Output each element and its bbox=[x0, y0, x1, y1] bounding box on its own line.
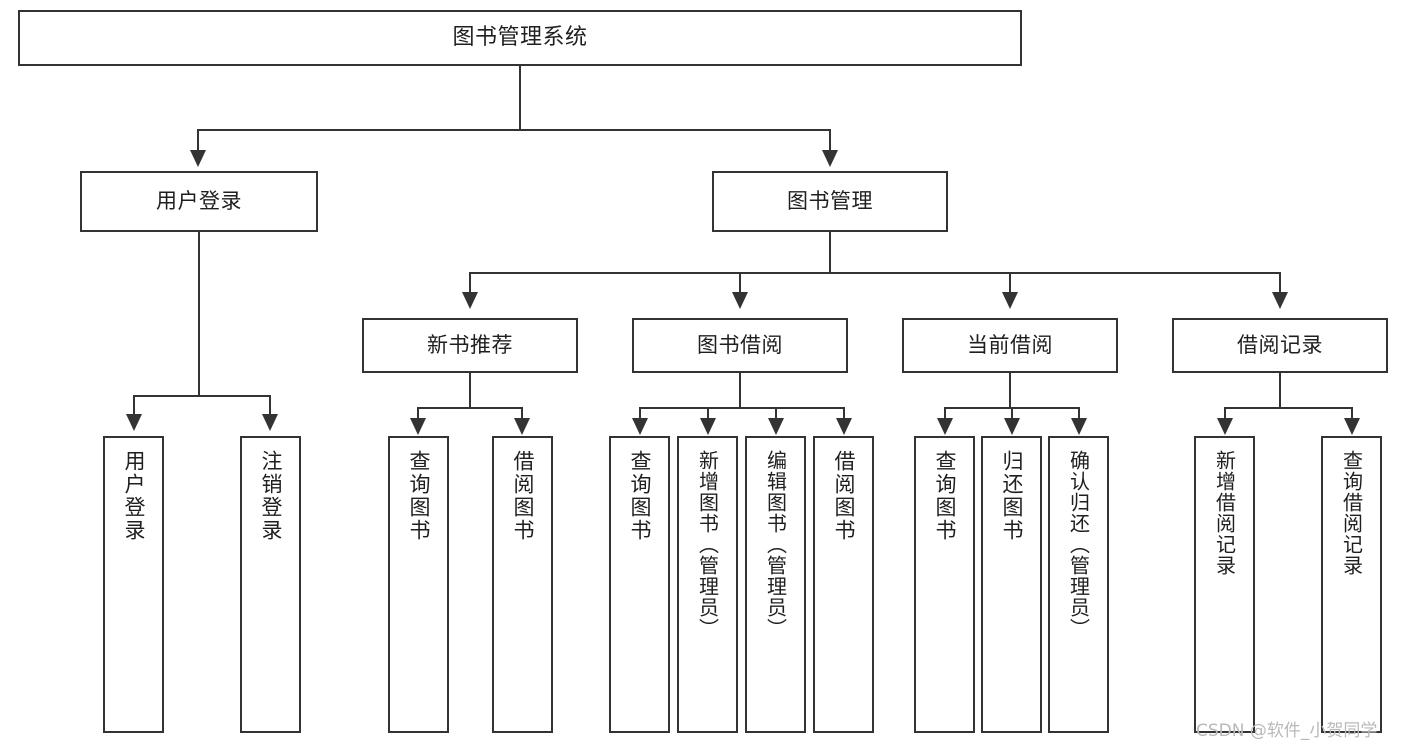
node-label: 新增借阅记录 bbox=[1212, 450, 1237, 576]
node-label: 查询图书 bbox=[628, 450, 652, 542]
edge-bm-to-current-borrow bbox=[1009, 272, 1011, 293]
node-book-management[interactable]: 图书管理 bbox=[712, 171, 948, 232]
edge-book-borrow-stem bbox=[739, 373, 741, 408]
leaf-add-book-admin[interactable]: 新增图书（管理员） bbox=[677, 436, 738, 733]
edge-current-borrow-leaf-1 bbox=[944, 407, 946, 419]
node-label: 归还图书 bbox=[1000, 450, 1024, 542]
edge-current-borrow-leaf-2 bbox=[1011, 407, 1013, 419]
edge-book-borrow-leaf-4 bbox=[843, 407, 845, 419]
node-label: 注销登录 bbox=[259, 450, 283, 542]
edge-book-management-stem bbox=[829, 232, 831, 273]
leaf-user-login[interactable]: 用户登录 bbox=[103, 436, 164, 733]
edge-book-borrow-bus bbox=[639, 407, 845, 409]
node-label: 查询借阅记录 bbox=[1339, 450, 1364, 576]
node-label: 图书借阅 bbox=[697, 333, 783, 358]
node-new-book-recommend[interactable]: 新书推荐 bbox=[362, 318, 578, 373]
node-current-borrow[interactable]: 当前借阅 bbox=[902, 318, 1118, 373]
edge-user-login-stem bbox=[198, 232, 200, 396]
leaf-edit-book-admin[interactable]: 编辑图书（管理员） bbox=[745, 436, 806, 733]
arrow-icon-book-borrow-leaf-3 bbox=[768, 418, 784, 435]
arrow-icon-book-borrow-leaf-4 bbox=[836, 418, 852, 435]
arrow-icon-root-to-user-login bbox=[190, 150, 206, 167]
leaf-confirm-return-admin[interactable]: 确认归还（管理员） bbox=[1048, 436, 1109, 733]
leaf-borrow-book-recommend[interactable]: 借阅图书 bbox=[492, 436, 553, 733]
arrow-icon-bm-new-book bbox=[462, 292, 478, 309]
node-label: 借阅记录 bbox=[1237, 333, 1323, 358]
arrow-icon-current-borrow-leaf-2 bbox=[1004, 418, 1020, 435]
edge-bm-to-book-borrow bbox=[739, 272, 741, 293]
node-label: 查询图书 bbox=[933, 450, 957, 542]
node-label: 图书管理 bbox=[787, 189, 873, 214]
edge-root-to-user-login bbox=[197, 129, 199, 150]
node-label: 编辑图书（管理员） bbox=[763, 450, 788, 639]
node-book-borrow[interactable]: 图书借阅 bbox=[632, 318, 848, 373]
arrow-icon-user-login-leaf-2 bbox=[262, 414, 278, 431]
leaf-query-book-current[interactable]: 查询图书 bbox=[914, 436, 975, 733]
node-label: 当前借阅 bbox=[967, 333, 1053, 358]
edge-bm-to-borrow-record bbox=[1279, 272, 1281, 293]
node-label: 查询图书 bbox=[407, 450, 431, 542]
leaf-return-book[interactable]: 归还图书 bbox=[981, 436, 1042, 733]
node-label: 新书推荐 bbox=[427, 333, 513, 358]
edge-borrow-record-bus bbox=[1224, 407, 1352, 409]
arrow-icon-new-book-leaf-1 bbox=[410, 418, 426, 435]
edge-current-borrow-stem bbox=[1009, 373, 1011, 408]
leaf-query-book-recommend[interactable]: 查询图书 bbox=[388, 436, 449, 733]
edge-book-borrow-leaf-1 bbox=[639, 407, 641, 419]
leaf-add-borrow-record[interactable]: 新增借阅记录 bbox=[1194, 436, 1255, 733]
edge-new-book-leaf-1 bbox=[417, 407, 419, 419]
arrow-icon-book-borrow-leaf-2 bbox=[700, 418, 716, 435]
edge-user-login-to-leaf-1 bbox=[133, 395, 135, 415]
edge-current-borrow-leaf-3 bbox=[1078, 407, 1080, 419]
arrow-icon-current-borrow-leaf-3 bbox=[1071, 418, 1087, 435]
node-label: 用户登录 bbox=[122, 450, 146, 542]
node-label: 图书管理系统 bbox=[452, 25, 588, 51]
edge-borrow-record-stem bbox=[1279, 373, 1281, 408]
leaf-query-book-borrow[interactable]: 查询图书 bbox=[609, 436, 670, 733]
edge-user-login-bus bbox=[133, 395, 270, 397]
leaf-query-borrow-record[interactable]: 查询借阅记录 bbox=[1321, 436, 1382, 733]
node-label: 用户登录 bbox=[156, 189, 242, 214]
edge-borrow-record-leaf-1 bbox=[1224, 407, 1226, 419]
edge-root-bus bbox=[197, 129, 831, 131]
arrow-icon-bm-borrow-record bbox=[1272, 292, 1288, 309]
arrow-icon-current-borrow-leaf-1 bbox=[937, 418, 953, 435]
edge-borrow-record-leaf-2 bbox=[1351, 407, 1353, 419]
edge-new-book-leaf-2 bbox=[521, 407, 523, 419]
node-root-book-management-system[interactable]: 图书管理系统 bbox=[18, 10, 1022, 66]
arrow-icon-new-book-leaf-2 bbox=[514, 418, 530, 435]
leaf-logout[interactable]: 注销登录 bbox=[240, 436, 301, 733]
arrow-icon-bm-book-borrow bbox=[732, 292, 748, 309]
edge-bm-to-new-book bbox=[469, 272, 471, 293]
edge-new-book-bus bbox=[417, 407, 522, 409]
edge-root-to-book-management bbox=[829, 129, 831, 150]
node-label: 借阅图书 bbox=[511, 450, 535, 542]
arrow-icon-borrow-record-leaf-1 bbox=[1217, 418, 1233, 435]
node-label: 新增图书（管理员） bbox=[695, 450, 720, 639]
arrow-icon-root-to-book-management bbox=[822, 150, 838, 167]
arrow-icon-bm-current-borrow bbox=[1002, 292, 1018, 309]
edge-root-stem bbox=[519, 66, 521, 130]
arrow-icon-book-borrow-leaf-1 bbox=[632, 418, 648, 435]
node-label: 借阅图书 bbox=[832, 450, 856, 542]
node-label: 确认归还（管理员） bbox=[1066, 450, 1091, 639]
edge-book-borrow-leaf-2 bbox=[707, 407, 709, 419]
leaf-borrow-book[interactable]: 借阅图书 bbox=[813, 436, 874, 733]
edge-user-login-to-leaf-2 bbox=[269, 395, 271, 415]
edge-new-book-stem bbox=[469, 373, 471, 408]
edge-book-borrow-leaf-3 bbox=[775, 407, 777, 419]
arrow-icon-borrow-record-leaf-2 bbox=[1344, 418, 1360, 435]
edge-book-management-bus bbox=[469, 272, 1281, 274]
arrow-icon-user-login-leaf-1 bbox=[126, 414, 142, 431]
node-user-login[interactable]: 用户登录 bbox=[80, 171, 318, 232]
node-borrow-record[interactable]: 借阅记录 bbox=[1172, 318, 1388, 373]
